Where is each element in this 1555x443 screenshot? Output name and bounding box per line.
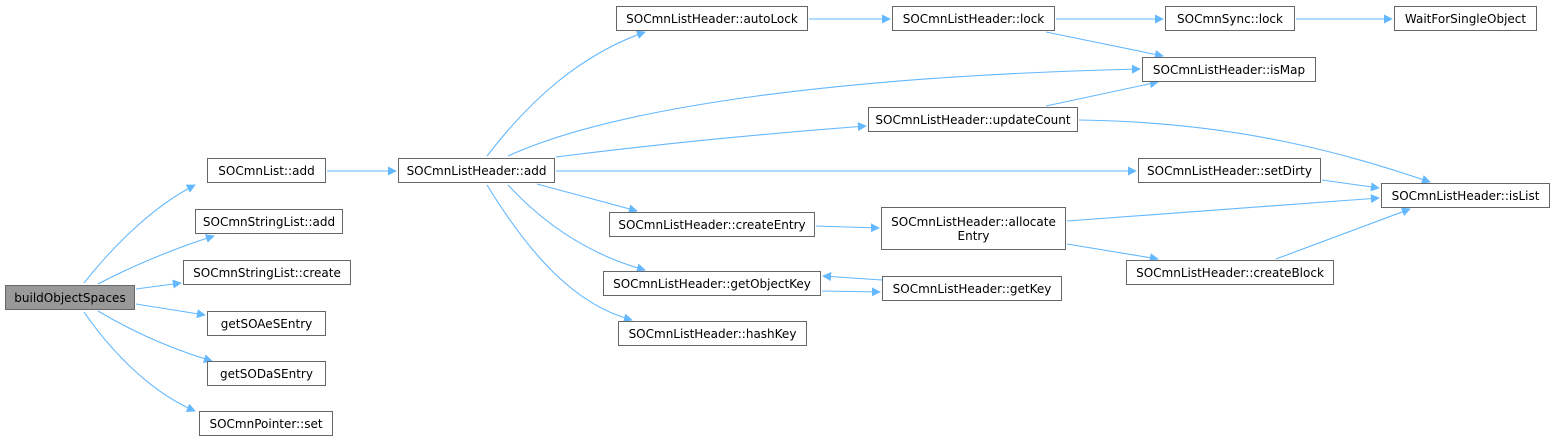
edge-header_add-to-updateCount [555, 122, 867, 158]
edge-header_add-to-createEntry [536, 183, 638, 214]
node-buildObjectSpaces: buildObjectSpaces [5, 285, 135, 310]
edge-lock-to-isMap [1045, 31, 1164, 59]
edge-header_add-to-getObjectKey [507, 184, 646, 273]
edge-header_add-to-hashKey [486, 184, 633, 323]
edge-createEntry-to-allocateEntry [815, 223, 880, 233]
edge-updateCount-to-isList [1078, 119, 1431, 184]
edge-header_add-to-autoLock [486, 30, 646, 157]
node-header-add[interactable]: SOCmnListHeader::add [398, 158, 555, 183]
node-stringlist-add[interactable]: SOCmnStringList::add [195, 209, 343, 234]
node-createBlock[interactable]: SOCmnListHeader::createBlock [1126, 260, 1334, 285]
node-isList[interactable]: SOCmnListHeader::isList [1381, 183, 1550, 208]
node-stringlist-create[interactable]: SOCmnStringList::create [183, 260, 351, 285]
edge-header_add-to-isMap [507, 64, 1141, 157]
node-waitForSingleObject[interactable]: WaitForSingleObject [1394, 6, 1537, 31]
edge-buildObjectSpaces-to-stringlist_add [97, 234, 215, 285]
edge-setDirty-to-isList [1321, 179, 1380, 192]
edge-buildObjectSpaces-to-getSODaSEntry [97, 310, 213, 364]
edge-buildObjectSpaces-to-getSOAeSEntry [135, 303, 206, 319]
edge-buildObjectSpaces-to-list_add [83, 184, 196, 284]
node-getObjectKey[interactable]: SOCmnListHeader::getObjectKey [603, 271, 821, 296]
node-list-add[interactable]: SOCmnList::add [207, 158, 326, 183]
node-allocateEntry[interactable]: SOCmnListHeader::allocate Entry [881, 207, 1066, 250]
node-sync-lock[interactable]: SOCmnSync::lock [1165, 6, 1295, 31]
edge-allocateEntry-to-createBlock [1066, 243, 1159, 263]
edge-getObjectKey-to-getKey [821, 287, 881, 297]
node-pointer-set[interactable]: SOCmnPointer::set [199, 411, 333, 436]
node-setDirty[interactable]: SOCmnListHeader::setDirty [1138, 158, 1321, 183]
node-updateCount[interactable]: SOCmnListHeader::updateCount [868, 107, 1078, 132]
edge-buildObjectSpaces-to-stringlist_create [135, 279, 182, 290]
node-getSODaSEntry[interactable]: getSODaSEntry [207, 361, 326, 386]
node-autoLock[interactable]: SOCmnListHeader::autoLock [616, 6, 808, 31]
edge-allocateEntry-to-isList [1066, 194, 1380, 222]
edge-getKey-to-getObjectKey [822, 272, 883, 282]
node-createEntry[interactable]: SOCmnListHeader::createEntry [609, 212, 815, 237]
edge-updateCount-to-isMap [1045, 79, 1159, 107]
node-hashKey[interactable]: SOCmnListHeader::hashKey [618, 321, 807, 346]
call-edges [83, 14, 1431, 412]
node-getSOAeSEntry[interactable]: getSOAeSEntry [207, 311, 326, 336]
node-lock[interactable]: SOCmnListHeader::lock [892, 6, 1055, 31]
edge-createBlock-to-isList [1275, 207, 1411, 260]
node-isMap[interactable]: SOCmnListHeader::isMap [1142, 57, 1316, 82]
edge-buildObjectSpaces-to-pointer_set [83, 311, 196, 412]
node-getKey[interactable]: SOCmnListHeader::getKey [882, 276, 1062, 301]
